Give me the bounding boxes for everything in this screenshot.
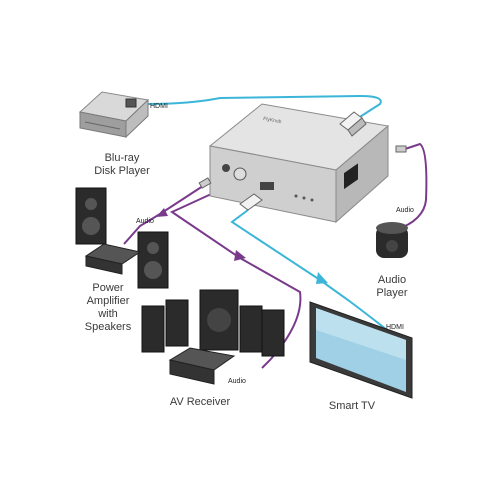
audio-port-icon [233, 167, 247, 181]
led-icon [302, 196, 306, 200]
led-icon [310, 198, 314, 202]
smart-tv-device [309, 301, 413, 399]
audio-cable-to-amplifier [123, 183, 207, 245]
brand-logo-icon [344, 163, 358, 190]
av-receiver-label: AV Receiver [169, 396, 231, 408]
audio-player-device [376, 222, 408, 258]
audio-arrow-receiver [234, 250, 246, 261]
hdmi-cable-bluray-to-extractor [128, 94, 382, 123]
power-amplifier-label: Power Amplifier with Speakers [84, 282, 132, 333]
power-amplifier-speakers-device [75, 187, 169, 289]
av-receiver-device [141, 289, 285, 385]
audio-jack-icon [395, 145, 407, 153]
extractor-device [208, 103, 390, 224]
hdmi-plug-icon [239, 193, 263, 211]
audio-player-label: Audio Player [376, 274, 408, 299]
audio-player-conn-label: Audio [396, 207, 414, 214]
extractor-brand-label: FlyKnob [263, 116, 282, 125]
hdmi-plug-icon [339, 111, 367, 137]
led-icon [294, 194, 298, 198]
smart-tv-label: Smart TV [328, 400, 376, 412]
audio-arrow-amp [156, 208, 168, 217]
bluray-player-device [78, 91, 150, 139]
hdmi-port-icon [260, 182, 274, 190]
hdmi-arrow-tv [316, 272, 328, 284]
audio-jack-icon [198, 177, 212, 189]
hdmi-connector-icon [125, 98, 137, 108]
audio-receiver-label: Audio [228, 378, 246, 385]
hdmi-tv-label: HDMI [386, 324, 404, 331]
audio-port-icon [222, 164, 230, 172]
audio-amp-label: Audio [136, 218, 154, 225]
audio-cable-to-player [395, 142, 428, 231]
bluray-label: Blu-ray Disk Player [94, 152, 150, 177]
hdmi-in-label: HDMI [150, 103, 168, 110]
